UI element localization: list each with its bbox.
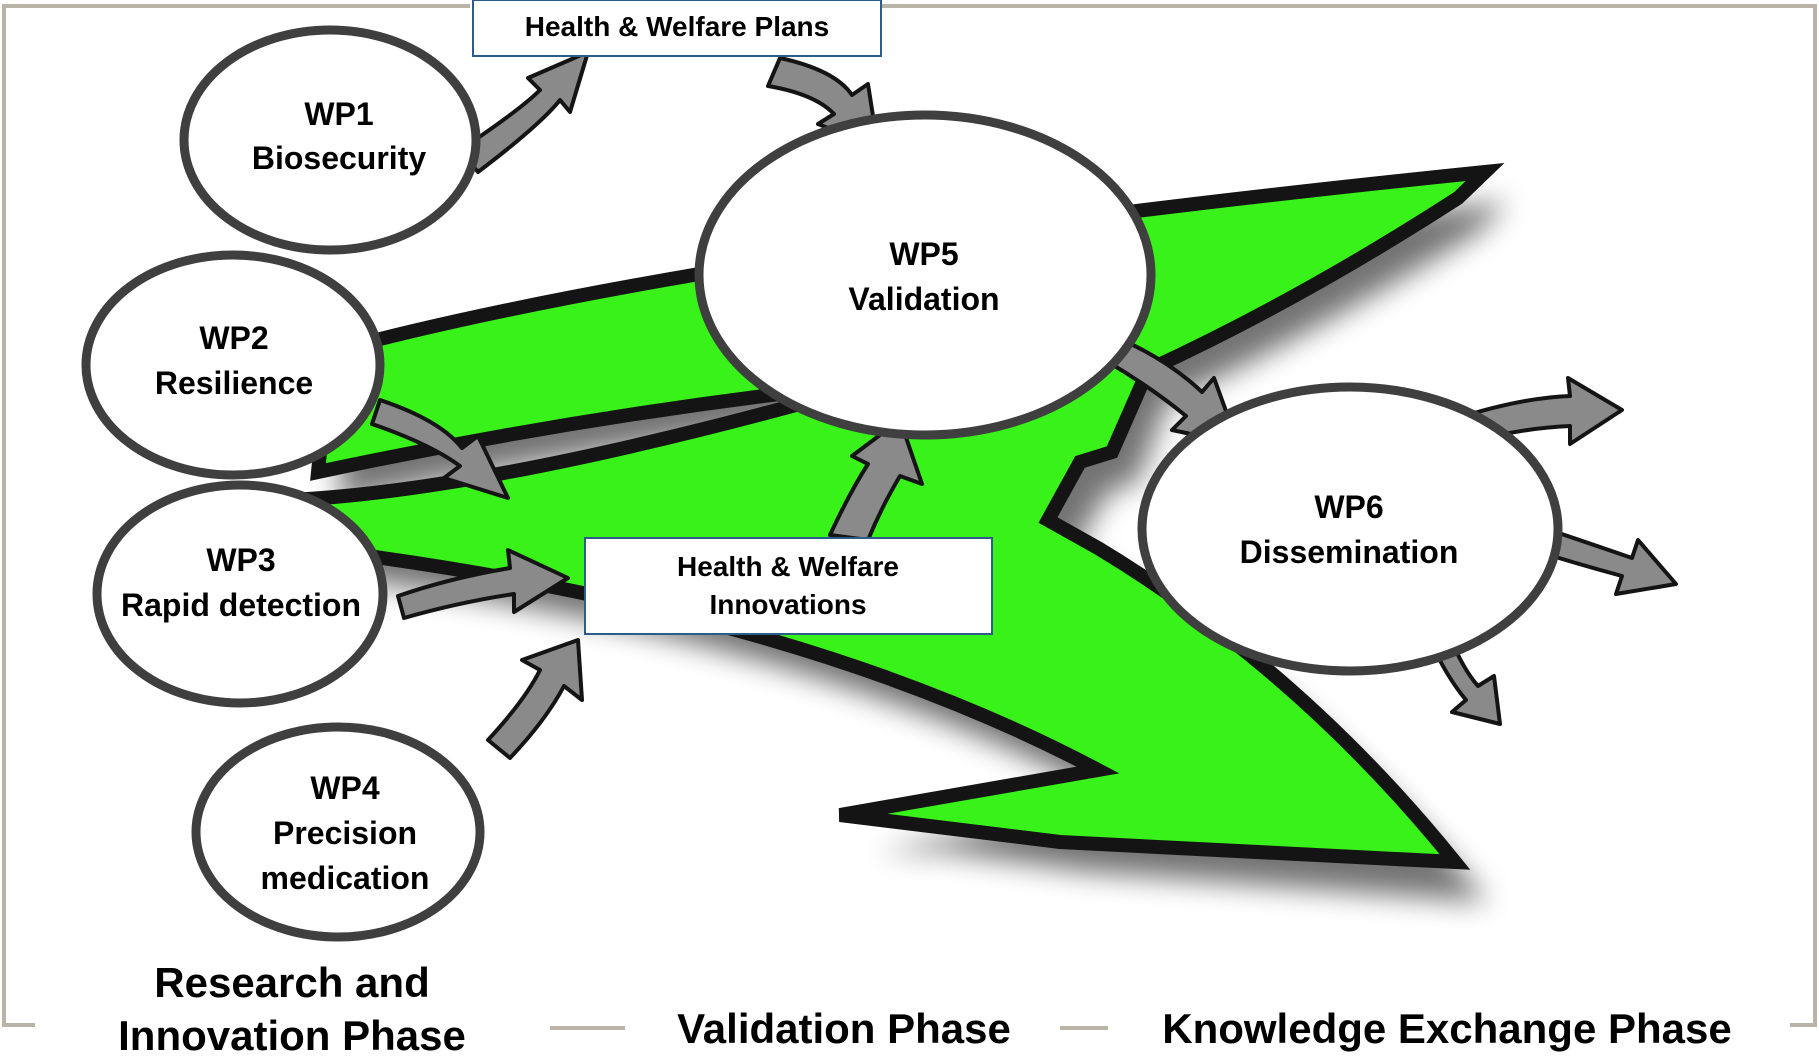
wp4-ellipse bbox=[191, 722, 485, 942]
wp5-ellipse bbox=[694, 110, 1156, 440]
wp6-ellipse bbox=[1137, 382, 1563, 676]
wp5-title: WP5 bbox=[889, 236, 958, 272]
frame-top-left bbox=[2, 4, 470, 1027]
wp1-subtitle: Biosecurity bbox=[252, 140, 426, 176]
wp2-title: WP2 bbox=[199, 320, 268, 356]
wp6-title: WP6 bbox=[1314, 489, 1383, 525]
wp4-title: WP4 bbox=[310, 770, 380, 806]
innovations-line1: Health & Welfare bbox=[677, 551, 899, 582]
phase-research-line2: Innovation Phase bbox=[118, 1012, 466, 1059]
wp1-title: WP1 bbox=[304, 96, 373, 132]
wp4-line3: medication bbox=[261, 860, 430, 896]
innovations-box bbox=[584, 537, 993, 635]
wp-nodes bbox=[81, 25, 1563, 942]
boxes bbox=[472, 0, 993, 635]
innovations-line2: Innovations bbox=[709, 589, 866, 620]
wp2-subtitle: Resilience bbox=[155, 365, 313, 401]
wp3-title: WP3 bbox=[206, 542, 275, 578]
arrow-wp3-to-innovations bbox=[396, 548, 570, 620]
wp2-ellipse bbox=[81, 250, 385, 480]
plans-label: Health & Welfare Plans bbox=[525, 11, 829, 42]
wp4-line2: Precision bbox=[273, 815, 417, 851]
wp3-ellipse bbox=[92, 480, 388, 708]
wp1-ellipse bbox=[179, 25, 481, 255]
wp6-subtitle: Dissemination bbox=[1240, 534, 1459, 570]
phase-validation: Validation Phase bbox=[677, 1005, 1011, 1052]
phase-research-line1: Research and bbox=[154, 959, 429, 1006]
wp3-subtitle: Rapid detection bbox=[121, 587, 361, 623]
wp5-subtitle: Validation bbox=[848, 281, 999, 317]
arrow-wp2-to-z bbox=[370, 398, 510, 500]
arrow-wp1-to-plans bbox=[458, 50, 590, 174]
frame-top-right bbox=[880, 4, 1817, 1027]
plans-box bbox=[472, 0, 882, 57]
frame bbox=[2, 4, 1817, 1030]
arrow-wp4-to-innovations bbox=[486, 638, 584, 760]
phase-knowledge-exchange: Knowledge Exchange Phase bbox=[1162, 1005, 1732, 1052]
arrow-innovations-to-wp5 bbox=[828, 418, 924, 542]
